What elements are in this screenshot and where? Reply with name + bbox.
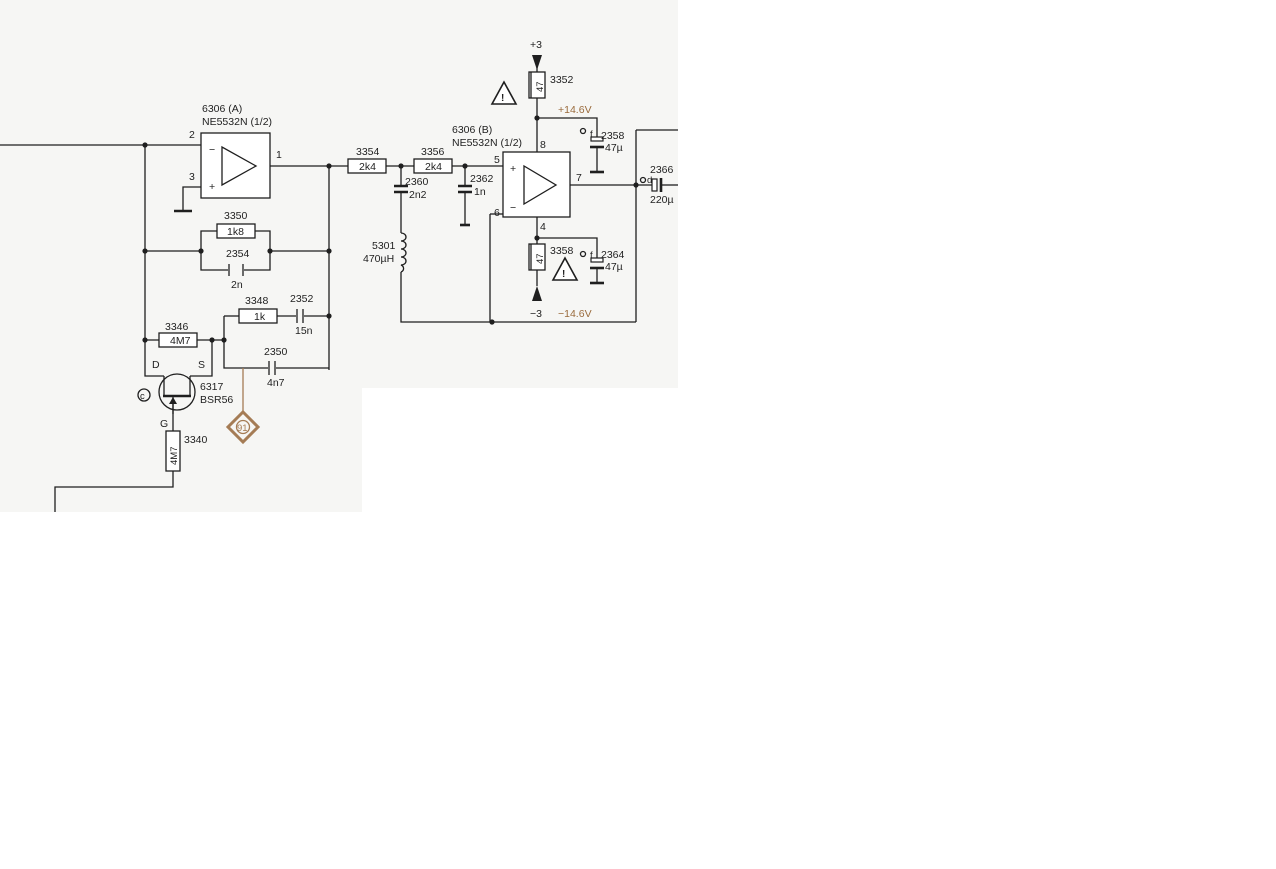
inductor-5301: 5301 470µH [363, 232, 407, 273]
opamp-b-plus: + [510, 163, 516, 175]
capacitor-2352: 2352 15n [290, 293, 314, 337]
warning-glyph: ! [562, 269, 565, 280]
capacitor-2358-ref: 2358 [601, 130, 625, 142]
capacitor-2358-value: 47µ [605, 142, 623, 154]
capacitor-2360-value: 2n2 [409, 189, 427, 201]
test-point-label: 91 [237, 423, 248, 434]
resistor-3358-value: 47 [535, 253, 546, 264]
capacitor-2366: d 2366 220µ [639, 164, 674, 206]
supply-negative: −3 −14.6V [530, 286, 592, 320]
capacitor-2364: f 2364 47µ [579, 249, 625, 274]
fet-marker: c [140, 391, 145, 402]
resistor-3352-value: 47 [535, 81, 546, 92]
capacitor-2364-ref: 2364 [601, 249, 625, 261]
opamp-b-part: NE5532N (1/2) [452, 137, 522, 149]
junctions-filter [398, 163, 495, 325]
resistor-3348: 1k 3348 [238, 295, 278, 324]
warning-triangle-icon: ! [490, 80, 518, 105]
resistor-3354-value: 2k4 [359, 161, 376, 173]
opamp-a-pin-2: 2 [189, 129, 195, 141]
pos-rail-label: +3 [530, 39, 542, 51]
resistor-3346-value: 4M7 [170, 335, 191, 347]
inductor-value: 470µH [363, 253, 394, 265]
capacitor-2352-ref: 2352 [290, 293, 314, 305]
polarity-mark-2364: f [590, 250, 593, 261]
inductor-ref: 5301 [372, 240, 396, 252]
capacitor-2354-ref: 2354 [226, 248, 250, 260]
resistor-3350: 1k8 3350 [216, 210, 256, 239]
opamp-a-minus: − [209, 144, 215, 156]
capacitor-2350-value: 4n7 [267, 377, 285, 389]
resistor-3340-value: 4M7 [169, 447, 180, 465]
capacitor-2362-ref: 2362 [470, 173, 494, 185]
opamp-b-ref: 6306 (B) [452, 124, 492, 136]
paper-background [0, 0, 678, 512]
opamp-b-pin-6: 6 [494, 207, 500, 219]
opamp-a-ref: 6306 (A) [202, 103, 242, 115]
resistor-3346-ref: 3346 [165, 321, 189, 333]
capacitor-2364-value: 47µ [605, 261, 623, 273]
fet-source-label: S [198, 359, 205, 371]
opamp-b-pin-5: 5 [494, 154, 500, 166]
resistor-3346: 4M7 3346 [158, 321, 198, 348]
resistor-3340-ref: 3340 [184, 434, 208, 446]
capacitor-2354-value: 2n [231, 279, 243, 291]
resistor-3356-value: 2k4 [425, 161, 442, 173]
opamp-b-minus: − [510, 202, 516, 214]
fet-gate-label: G [160, 418, 168, 430]
resistor-3358: 47 3358 [528, 243, 574, 271]
capacitor-2362-value: 1n [474, 186, 486, 198]
supply-positive: +3 +14.6V [530, 39, 592, 116]
polarity-mark-2366: d [647, 175, 652, 186]
resistor-3356: 2k4 3356 [413, 146, 453, 174]
opamp-a-plus: + [209, 181, 215, 193]
wires-filter [386, 165, 636, 323]
opamp-a-pin-1: 1 [276, 149, 282, 161]
opamp-b-pin-4: 4 [540, 221, 546, 233]
resistor-3340: 4M7 3340 [165, 430, 208, 472]
capacitor-2350-ref: 2350 [264, 346, 288, 358]
resistor-3354-ref: 3354 [356, 146, 380, 158]
resistor-3352-ref: 3352 [550, 74, 574, 86]
opamp-b-pin-8: 8 [540, 139, 546, 151]
capacitor-2354: 2354 2n [226, 248, 250, 291]
fet-ref: 6317 [200, 381, 224, 393]
neg-rail-label: −3 [530, 308, 542, 320]
opamp-b-pin-7: 7 [576, 172, 582, 184]
capacitor-2362: 2362 1n [458, 173, 494, 198]
warning-glyph: ! [501, 93, 504, 104]
capacitor-2360: 2360 2n2 [394, 176, 429, 201]
junctions-stage-b [534, 115, 639, 241]
polarity-mark-2358: f [590, 129, 593, 140]
resistor-3348-value: 1k [254, 311, 266, 323]
capacitor-2350: 2350 4n7 [264, 346, 288, 389]
neg-voltage-label: −14.6V [558, 308, 592, 320]
resistor-3350-ref: 3350 [224, 210, 248, 222]
fet-part: BSR56 [200, 394, 233, 406]
opamp-a: − + 6306 (A) NE5532N (1/2) 2 3 1 [189, 103, 282, 199]
warning-triangle-icon: ! [551, 256, 579, 281]
resistor-3352: 47 3352 [528, 71, 574, 99]
capacitor-2366-value: 220µ [650, 194, 674, 206]
fet-6317: D S G 6317 BSR56 c [137, 359, 233, 430]
resistor-3356-ref: 3356 [421, 146, 445, 158]
resistor-3358-ref: 3358 [550, 245, 574, 257]
capacitor-2360-ref: 2360 [405, 176, 429, 188]
resistor-3348-ref: 3348 [245, 295, 269, 307]
opamp-a-part: NE5532N (1/2) [202, 116, 272, 128]
capacitor-2352-value: 15n [295, 325, 313, 337]
fet-drain-label: D [152, 359, 160, 371]
test-point-diamond-icon: 91 [225, 368, 261, 445]
resistor-3354: 2k4 3354 [347, 146, 387, 174]
pos-voltage-label: +14.6V [558, 104, 592, 116]
opamp-a-pin-3: 3 [189, 171, 195, 183]
capacitor-2366-ref: 2366 [650, 164, 674, 176]
junctions-stage-a [142, 142, 332, 343]
capacitor-2358: f 2358 47µ [579, 127, 625, 154]
resistor-3350-value: 1k8 [227, 226, 244, 238]
